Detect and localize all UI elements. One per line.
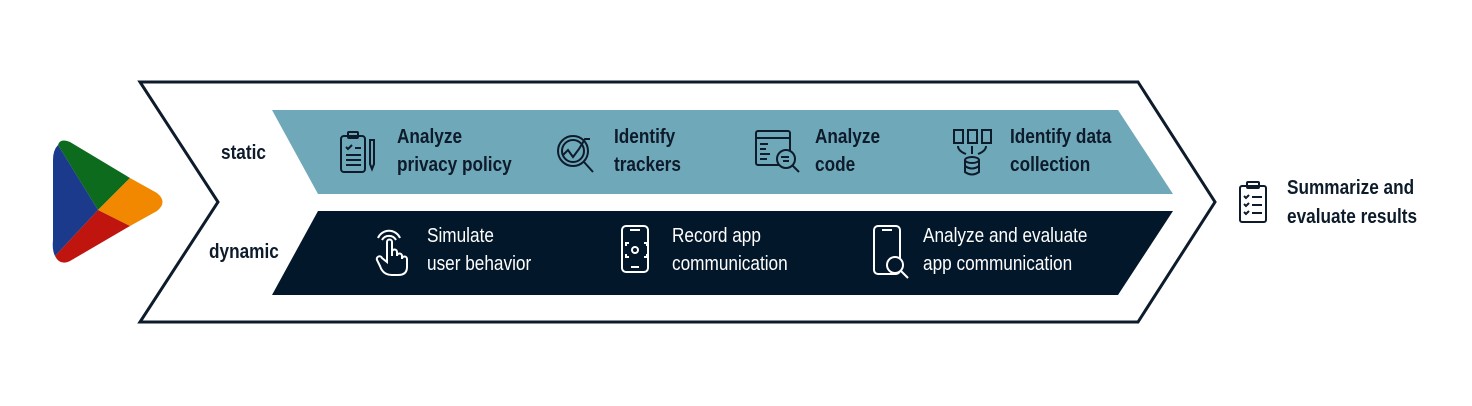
static-step-4-line2: collection (1010, 154, 1091, 176)
static-step-2-line2: trackers (614, 154, 681, 176)
code-window-search-icon (755, 130, 800, 173)
clipboard-pencil-icon (340, 131, 375, 173)
touch-hand-icon (375, 229, 408, 276)
dynamic-band (272, 211, 1173, 295)
static-step-2-line1: Identify (614, 126, 676, 148)
static-step-1-line1: Analyze (397, 126, 463, 148)
files-to-database-icon (953, 129, 992, 176)
dynamic-step-3-line2: app communication (923, 253, 1073, 275)
dynamic-step-1-line2: user behavior (427, 253, 532, 275)
phone-search-icon (873, 225, 909, 279)
google-play-logo-icon (52, 140, 163, 263)
phone-record-icon (621, 225, 649, 273)
static-step-1-line2: privacy policy (397, 154, 512, 176)
dynamic-step-2-line1: Record app (672, 225, 761, 247)
dynamic-step-3-line1: Analyze and evaluate (923, 225, 1088, 247)
dynamic-step-2-line2: communication (672, 253, 788, 275)
static-step-4-line1: Identify data (1010, 126, 1112, 148)
static-step-3-line2: code (815, 154, 856, 176)
static-step-3-line1: Analyze (815, 126, 881, 148)
static-row-label: static (221, 142, 266, 164)
static-band (272, 110, 1173, 194)
checklist-icon (1239, 181, 1267, 223)
magnifier-graph-icon (557, 135, 594, 173)
dynamic-step-1-line1: Simulate (427, 225, 494, 247)
result-line1: Summarize and (1287, 177, 1415, 199)
result-line2: evaluate results (1287, 206, 1418, 228)
dynamic-row-label: dynamic (209, 241, 279, 263)
